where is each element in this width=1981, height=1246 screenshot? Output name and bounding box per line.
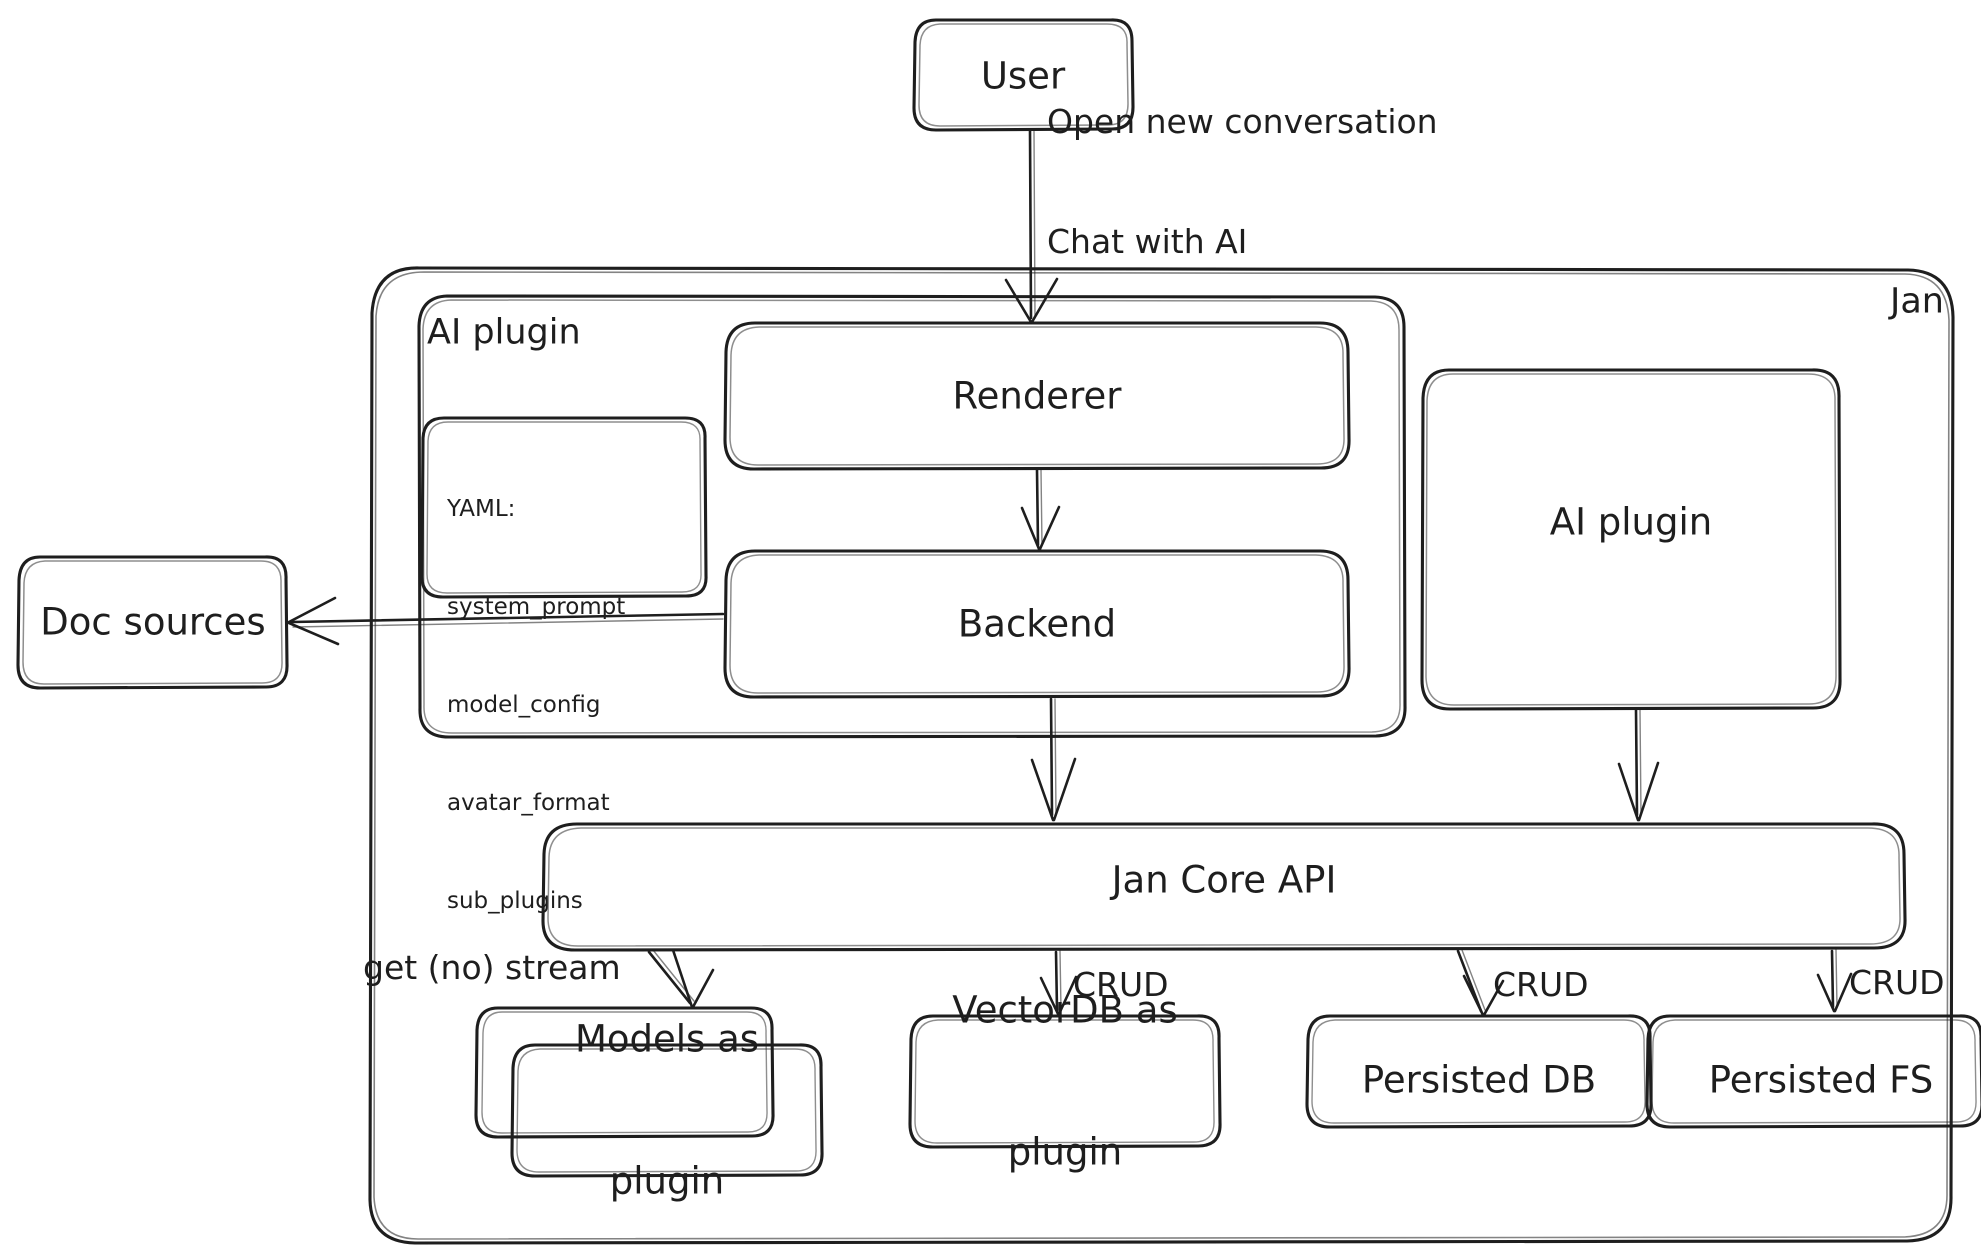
models-plugin-box-shape [474, 1006, 824, 1178]
jan-container-shape [368, 266, 1955, 1245]
arrow-renderer-to-backend [1020, 468, 1061, 551]
arrow-core-to-models [647, 948, 715, 1009]
persisted-db-box-shape [1305, 1014, 1653, 1129]
arrow-user-to-renderer [1004, 129, 1059, 324]
arrow-backend-to-doc-sources [287, 596, 725, 646]
doc-sources-box-shape [16, 555, 289, 690]
backend-box-shape [723, 549, 1351, 699]
vectordb-plugin-box-shape [908, 1014, 1222, 1149]
persisted-fs-box-shape [1645, 1014, 1981, 1129]
arrow-ai-plugin-to-core [1617, 708, 1660, 822]
yaml-box-shape [420, 416, 708, 599]
jan-core-api-shape [541, 822, 1907, 952]
ai-plugin-box-shape [1420, 368, 1842, 711]
user-box-shape [912, 18, 1135, 132]
arrow-core-to-vectordb [1039, 950, 1078, 1016]
arrow-backend-to-core [1030, 697, 1077, 822]
arrow-core-to-persisted-db [1456, 949, 1505, 1017]
arrow-core-to-persisted-fs [1816, 949, 1853, 1013]
renderer-box-shape [723, 321, 1351, 471]
ai-plugin-group-shape [417, 294, 1407, 739]
